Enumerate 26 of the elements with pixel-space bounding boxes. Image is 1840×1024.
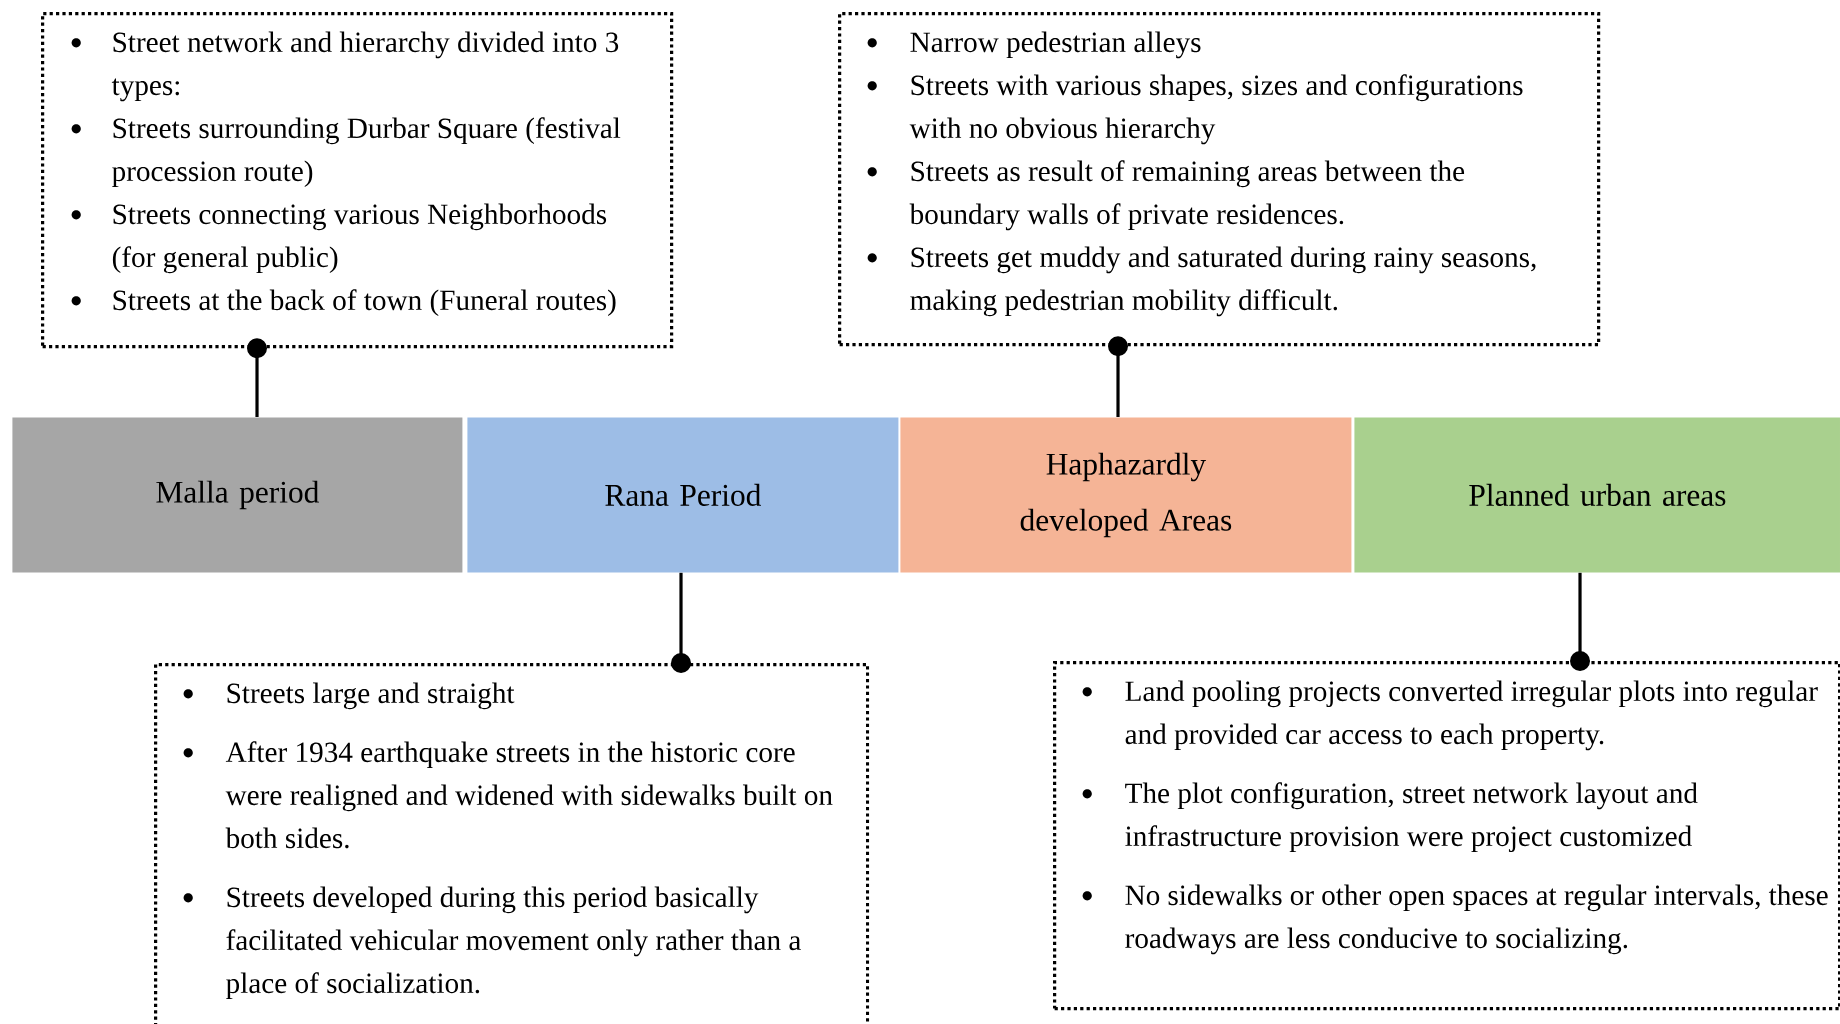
list-item: After 1934 earthquake streets in the historic core were realigned and widened with sidewalks built on both sides. — [225, 741, 833, 849]
note-box — [1053, 661, 1840, 1011]
connector-line — [247, 338, 267, 417]
period-box: Rana Period — [467, 417, 899, 573]
list-item: Streets with various shapes, sizes and configurations with no obvious hierarchy — [909, 74, 1523, 145]
note-box — [838, 12, 1601, 347]
list-item: The plot configuration, street network layout and infrastructure provision were project customized — [1125, 782, 1698, 853]
period-box: Planned urban areas — [1354, 417, 1840, 573]
connector-line — [1570, 572, 1590, 671]
list-item: Streets surrounding Durbar Square (festival procession route) — [112, 117, 621, 188]
period-box: Malla period — [12, 417, 463, 573]
list-item: Streets large and straight — [227, 682, 515, 710]
list-item: Land pooling projects converted irregular plots into regular and provided car access to each property. — [1125, 680, 1818, 751]
period-box: Haphazardly developed Areas — [900, 417, 1352, 573]
connector-line — [671, 572, 691, 673]
note-box — [154, 663, 870, 1024]
list-item: Streets get muddy and saturated during rainy seasons, making pedestrian mobility difficult. — [910, 246, 1536, 317]
list-item: No sidewalks or other open spaces at regular intervals, these roadways are less conducive to socializing. — [1125, 884, 1828, 955]
list-item: Streets as result of remaining areas between the boundary walls of private residences. — [909, 160, 1465, 231]
list-item: Narrow pedestrian alleys — [910, 31, 1201, 59]
connector-line — [1108, 336, 1128, 417]
note-box — [41, 12, 674, 349]
list-item: Streets connecting various Neighborhoods (for general public) — [112, 203, 607, 274]
list-item: Streets developed during this period basically facilitated vehicular movement only rather than a place of socialization. — [226, 886, 801, 1000]
list-item: Streets at the back of town (Funeral routes) — [113, 289, 616, 317]
list-item: Street network and hierarchy divided into 3 types: — [111, 31, 619, 102]
